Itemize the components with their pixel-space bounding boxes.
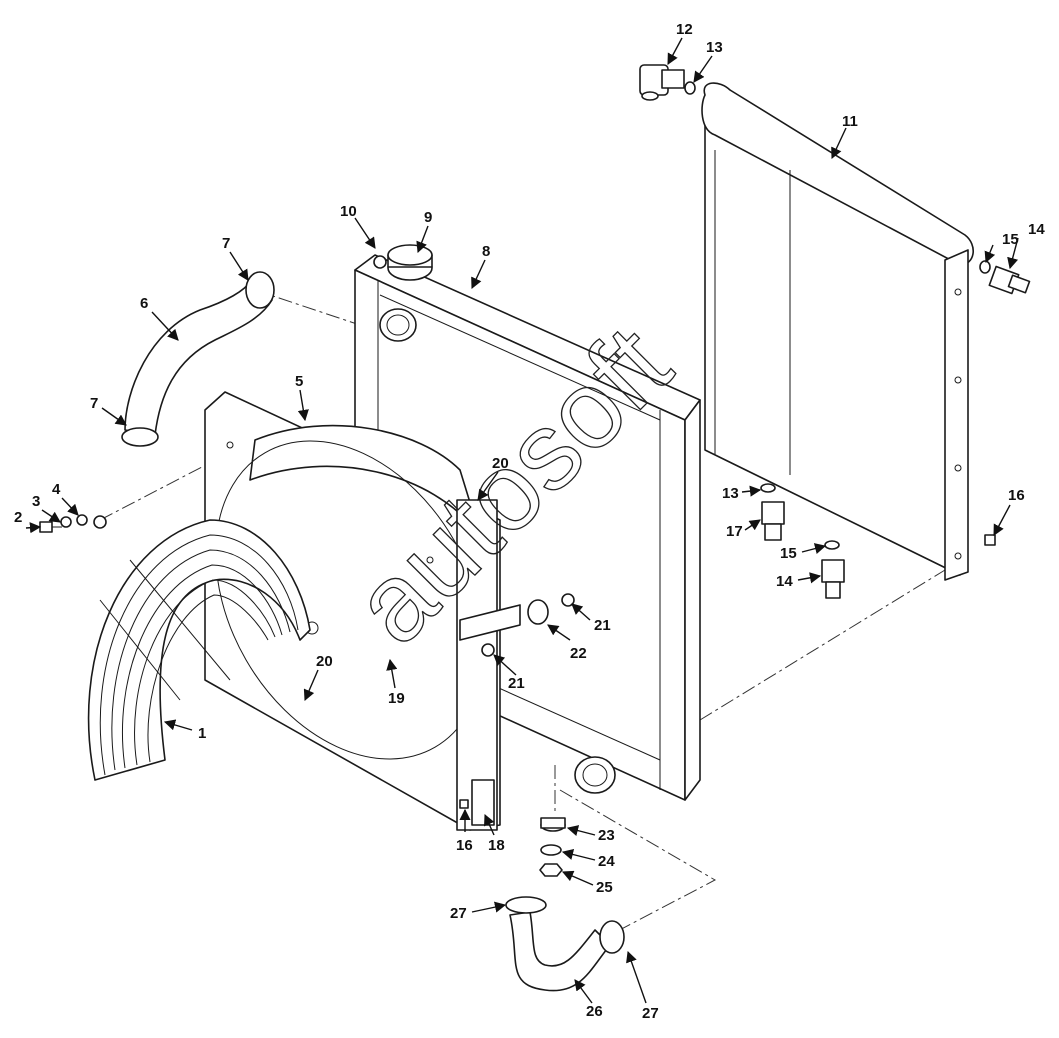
callout-26: 26 (586, 1003, 603, 1020)
lower-mount-hardware (539, 817, 566, 877)
hose-clamp-upper (245, 271, 275, 309)
callout-21b: 21 (508, 675, 525, 692)
callout-14b: 14 (776, 573, 793, 590)
o-ring-15-lower (824, 540, 840, 550)
fitting-14-lower (821, 559, 845, 599)
callout-17: 17 (726, 523, 743, 540)
bolt-16-right (984, 534, 996, 546)
hose-clamp-27-right (599, 920, 625, 954)
callout-27a: 27 (450, 905, 467, 922)
callout-21a: 21 (594, 617, 611, 634)
callout-16a: 16 (1008, 487, 1025, 504)
callout-10: 10 (340, 203, 357, 220)
callout-16b: 16 (456, 837, 473, 854)
callout-3: 3 (32, 493, 40, 510)
fitting-17 (761, 501, 785, 541)
callout-27b: 27 (642, 1005, 659, 1022)
callout-19: 19 (388, 690, 405, 707)
callout-13a: 13 (706, 39, 723, 56)
bolt-16-lower (459, 799, 469, 809)
callout-12: 12 (676, 21, 693, 38)
callout-20a: 20 (316, 653, 333, 670)
upper-hose (121, 271, 275, 447)
bolt-washers (39, 514, 107, 533)
callout-15a: 15 (1002, 231, 1019, 248)
callout-2: 2 (14, 509, 22, 526)
callout-8: 8 (482, 243, 490, 260)
callout-23: 23 (598, 827, 615, 844)
leader-arrows (25, 37, 1019, 1004)
callout-11: 11 (842, 113, 858, 130)
callout-1: 1 (198, 725, 206, 742)
lower-hose (505, 896, 625, 992)
callout-24: 24 (598, 853, 615, 870)
bracket-18 (471, 779, 495, 826)
callout-25: 25 (596, 879, 613, 896)
callout-22: 22 (570, 645, 587, 662)
callout-9: 9 (424, 209, 432, 226)
callout-15b: 15 (780, 545, 797, 562)
fitting-14-right (988, 265, 1031, 295)
callout-7b: 7 (90, 395, 98, 412)
hose-clamp-lower (121, 427, 159, 447)
callout-labels: 1 2 3 4 5 6 7 7 8 9 10 11 12 13 13 14 14… (14, 21, 1045, 1022)
callout-5: 5 (295, 373, 303, 390)
fitting-elbow-12 (639, 64, 685, 101)
charge-air-cooler (701, 82, 974, 581)
callout-13b: 13 (722, 485, 739, 502)
o-ring-13-upper (684, 81, 696, 95)
callout-6: 6 (140, 295, 148, 312)
fan-shroud (204, 391, 501, 831)
callout-18: 18 (488, 837, 505, 854)
fan-guard (87, 519, 311, 781)
hose-clamp-27-top (505, 896, 547, 914)
callout-7a: 7 (222, 235, 230, 252)
callout-4: 4 (52, 481, 61, 498)
callout-20b: 20 (492, 455, 509, 472)
callout-14a: 14 (1028, 221, 1045, 238)
radiator-cap (373, 244, 433, 281)
isolator-22 (459, 593, 575, 657)
o-ring-15-right (979, 260, 991, 274)
o-ring-13-lower (760, 483, 776, 493)
